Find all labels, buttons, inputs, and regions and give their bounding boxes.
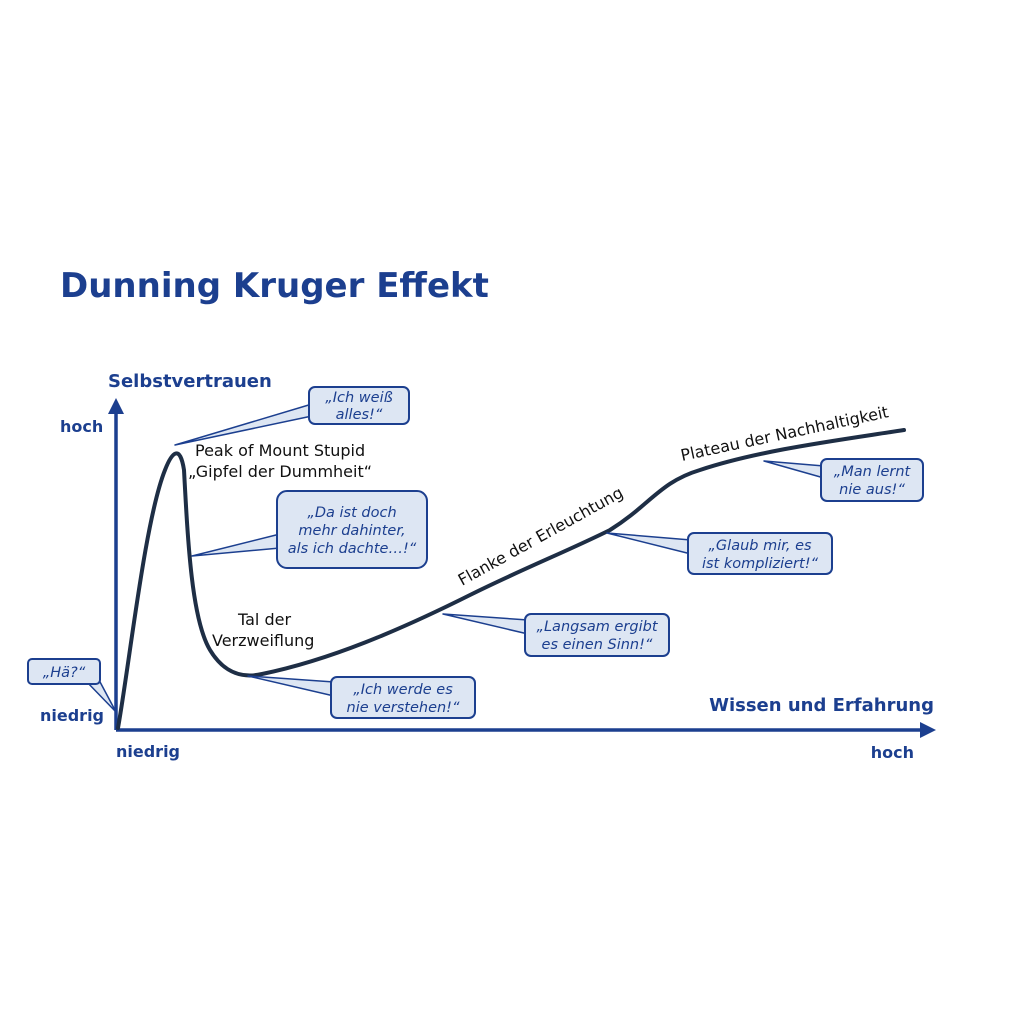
- y-axis-arrowhead: [108, 398, 124, 414]
- bubble-nie-verstehen-line-1: „Ich werde es: [353, 682, 453, 698]
- speech-bubble-ich-weiss: „Ich weiß alles!“: [174, 386, 410, 446]
- x-axis-low-label: niedrig: [116, 742, 180, 761]
- speech-bubble-tail: [606, 532, 692, 555]
- x-axis-arrowhead: [920, 722, 936, 738]
- speech-bubble-box: [276, 490, 428, 569]
- speech-bubble-box: [687, 532, 833, 575]
- speech-bubble-tail: [191, 533, 281, 557]
- y-axis-low-label: niedrig: [40, 706, 104, 725]
- speech-bubble-box: [524, 613, 670, 657]
- x-axis-title: Wissen und Erfahrung: [709, 695, 934, 716]
- bubble-man-lernt-line-2: nie aus!“: [839, 482, 905, 498]
- bubble-langsam-line-1: „Langsam ergibt: [536, 619, 658, 635]
- stage-plateau: Plateau der Nachhaltigkeit: [679, 402, 890, 465]
- speech-bubble-nie-verstehen: „Ich werde es nie verstehen!“: [247, 675, 476, 719]
- speech-bubble-box: [330, 676, 476, 719]
- speech-bubble-tail: [174, 403, 313, 446]
- bubble-da-ist-line-2: mehr dahinter,: [298, 523, 405, 539]
- dunning-kruger-curve: [116, 428, 906, 730]
- stage-valley-line-2: Verzweiflung: [212, 631, 314, 650]
- bubble-da-ist-line-1: „Da ist doch: [307, 505, 396, 521]
- bubble-da-ist-line-3: als ich dachte…!“: [288, 541, 417, 557]
- x-axis-high-label: hoch: [871, 743, 914, 762]
- speech-bubble-man-lernt: „Man lernt nie aus!“: [763, 458, 924, 502]
- speech-bubble-tail: [442, 613, 529, 635]
- speech-bubble-da-ist-doch: „Da ist doch mehr dahinter, als ich dach…: [191, 490, 428, 569]
- stage-peak-line-1: Peak of Mount Stupid: [195, 441, 365, 460]
- stage-valley-line-1: Tal der: [237, 610, 291, 629]
- bubble-ich-weiss-line-2: alles!“: [336, 407, 383, 423]
- speech-bubble-box: [308, 386, 410, 425]
- speech-bubble-ha: „Hä?“: [27, 658, 117, 713]
- stage-peak-line-2: „Gipfel der Dummheit“: [188, 462, 372, 481]
- diagram-title: Dunning Kruger Effekt: [60, 266, 489, 306]
- speech-bubble-langsam: „Langsam ergibt es einen Sinn!“: [442, 613, 670, 657]
- bubble-glaub-line-2: ist kompliziert!“: [702, 556, 819, 572]
- bubble-glaub-line-1: „Glaub mir, es: [708, 538, 812, 554]
- bubble-langsam-line-2: es einen Sinn!“: [542, 637, 653, 653]
- speech-bubble-box: [820, 458, 924, 502]
- speech-bubble-glaub-mir: „Glaub mir, es ist kompliziert!“: [606, 532, 833, 575]
- bubble-ha-line-1: „Hä?“: [43, 665, 86, 681]
- bubble-ich-weiss-line-1: „Ich weiß: [325, 390, 393, 406]
- speech-bubble-tail: [763, 460, 825, 479]
- bubble-nie-verstehen-line-2: nie verstehen!“: [347, 700, 460, 716]
- bubble-man-lernt-line-1: „Man lernt: [834, 464, 912, 480]
- y-axis-title: Selbstvertrauen: [108, 371, 272, 392]
- speech-bubble-box: [27, 658, 101, 685]
- y-axis-high-label: hoch: [60, 417, 103, 436]
- speech-bubble-tail: [247, 675, 335, 697]
